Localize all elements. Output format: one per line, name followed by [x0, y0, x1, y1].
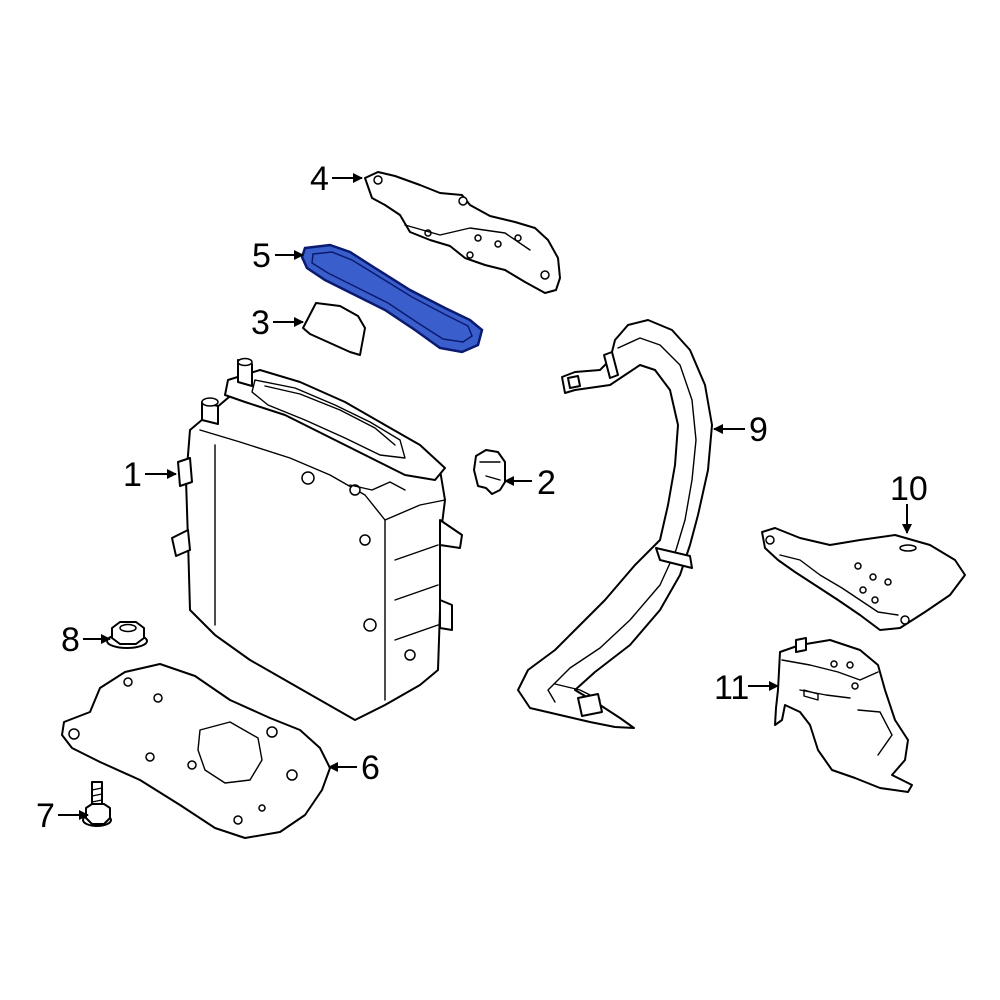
callout-4[interactable]: 4 — [310, 160, 329, 198]
part-1-control-module[interactable] — [171, 357, 463, 721]
callout-3[interactable]: 3 — [251, 304, 270, 342]
part-9-cable-harness[interactable] — [517, 319, 713, 729]
callout-numbers: 4 5 3 1 2 9 10 11 8 6 7 — [36, 160, 928, 835]
part-11-mount[interactable] — [774, 637, 913, 793]
callout-6[interactable]: 6 — [361, 749, 380, 787]
part-5-gasket-highlighted[interactable] — [300, 243, 484, 354]
callout-1[interactable]: 1 — [123, 456, 142, 494]
callout-10[interactable]: 10 — [890, 470, 928, 508]
part-10-bracket[interactable] — [761, 527, 966, 631]
callout-11[interactable]: 11 — [714, 669, 749, 707]
callout-5[interactable]: 5 — [252, 237, 271, 275]
leader-lines — [58, 173, 912, 820]
part-4-shield-plate[interactable] — [364, 171, 561, 294]
part-7-bolt[interactable] — [82, 781, 112, 827]
callout-9[interactable]: 9 — [749, 411, 768, 449]
part-3-pad[interactable] — [302, 302, 366, 356]
callout-8[interactable]: 8 — [61, 621, 80, 659]
part-8-nut[interactable] — [106, 621, 148, 649]
part-2-clip[interactable] — [473, 449, 506, 495]
callout-7[interactable]: 7 — [36, 797, 55, 835]
callout-2[interactable]: 2 — [537, 464, 556, 502]
part-6-lower-plate[interactable] — [61, 663, 331, 839]
